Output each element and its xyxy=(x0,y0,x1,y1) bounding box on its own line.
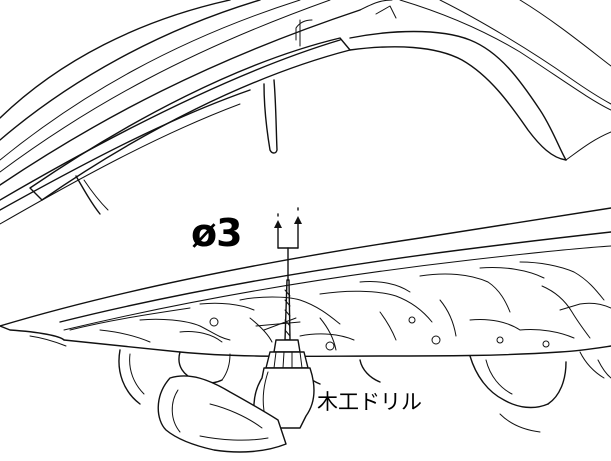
drill-chuck xyxy=(273,339,301,353)
arrow-up-right xyxy=(294,216,302,224)
wood-drill xyxy=(157,279,315,453)
drill-body xyxy=(253,367,315,429)
hole-diameter-label: ø3 xyxy=(191,211,243,255)
upper-body-panel xyxy=(0,0,611,225)
tool-name-label: 木工ドリル xyxy=(317,390,422,414)
drill-handle xyxy=(157,375,287,453)
arrow-up-left xyxy=(274,220,282,228)
underbody-panel xyxy=(0,207,611,358)
hole-markers xyxy=(274,207,302,281)
